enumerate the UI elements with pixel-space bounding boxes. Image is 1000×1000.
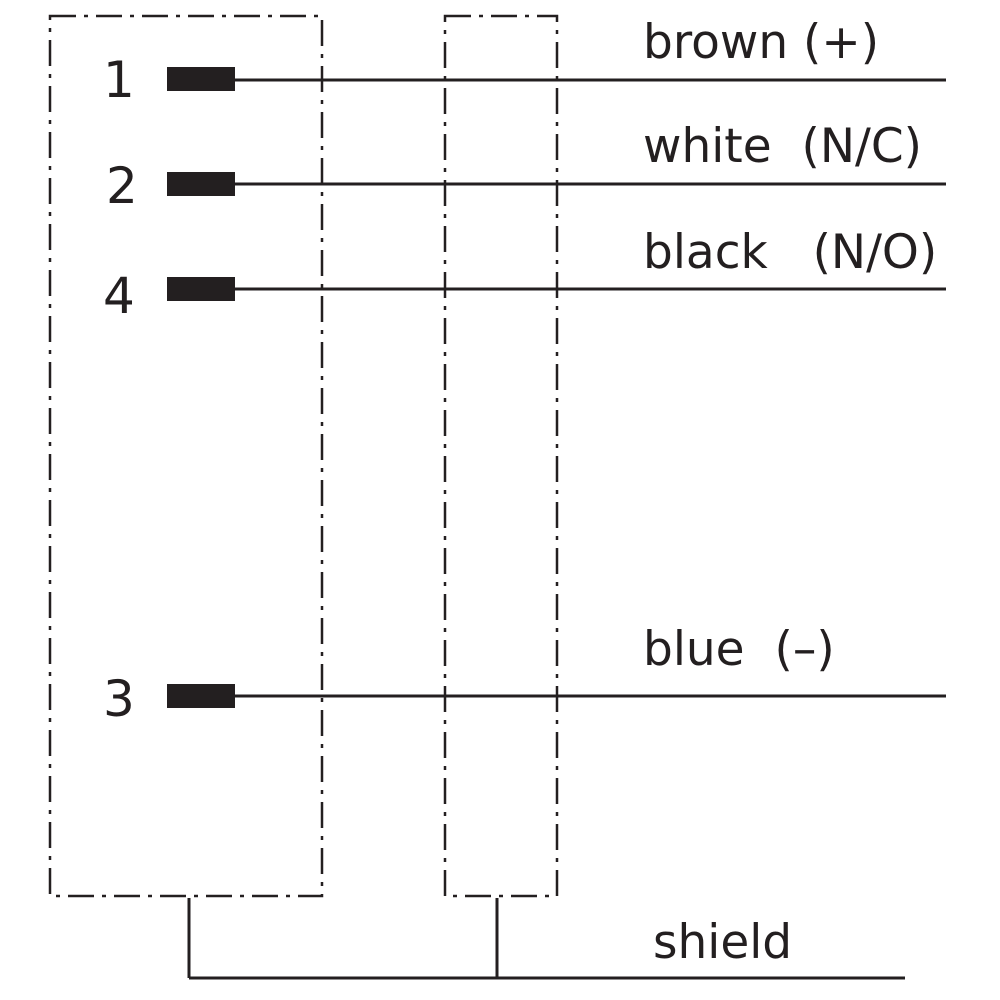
pin-row-4: 4 black (N/O) xyxy=(103,225,946,325)
pin-number-1: 1 xyxy=(103,51,135,109)
wire-label-2: white (N/C) xyxy=(643,119,922,174)
pin-contact-1 xyxy=(167,67,235,91)
pin-contact-3 xyxy=(167,684,235,708)
wire-label-4: black (N/O) xyxy=(643,225,937,280)
wire-label-1: brown (+) xyxy=(643,15,879,70)
pin-number-2: 2 xyxy=(106,157,138,215)
pin-number-4: 4 xyxy=(103,267,135,325)
cable-boundary-outline xyxy=(443,14,559,898)
connector-housing-outline xyxy=(48,14,324,898)
pin-row-2: 2 white (N/C) xyxy=(106,119,946,215)
pin-row-1: 1 brown (+) xyxy=(103,15,946,109)
pin-row-3: 3 blue (–) xyxy=(103,622,946,728)
pin-contact-4 xyxy=(167,277,235,301)
shield-connection: shield xyxy=(187,898,905,980)
pin-number-3: 3 xyxy=(103,670,135,728)
shield-label: shield xyxy=(653,915,792,970)
pin-contact-2 xyxy=(167,172,235,196)
wire-label-3: blue (–) xyxy=(643,622,835,677)
